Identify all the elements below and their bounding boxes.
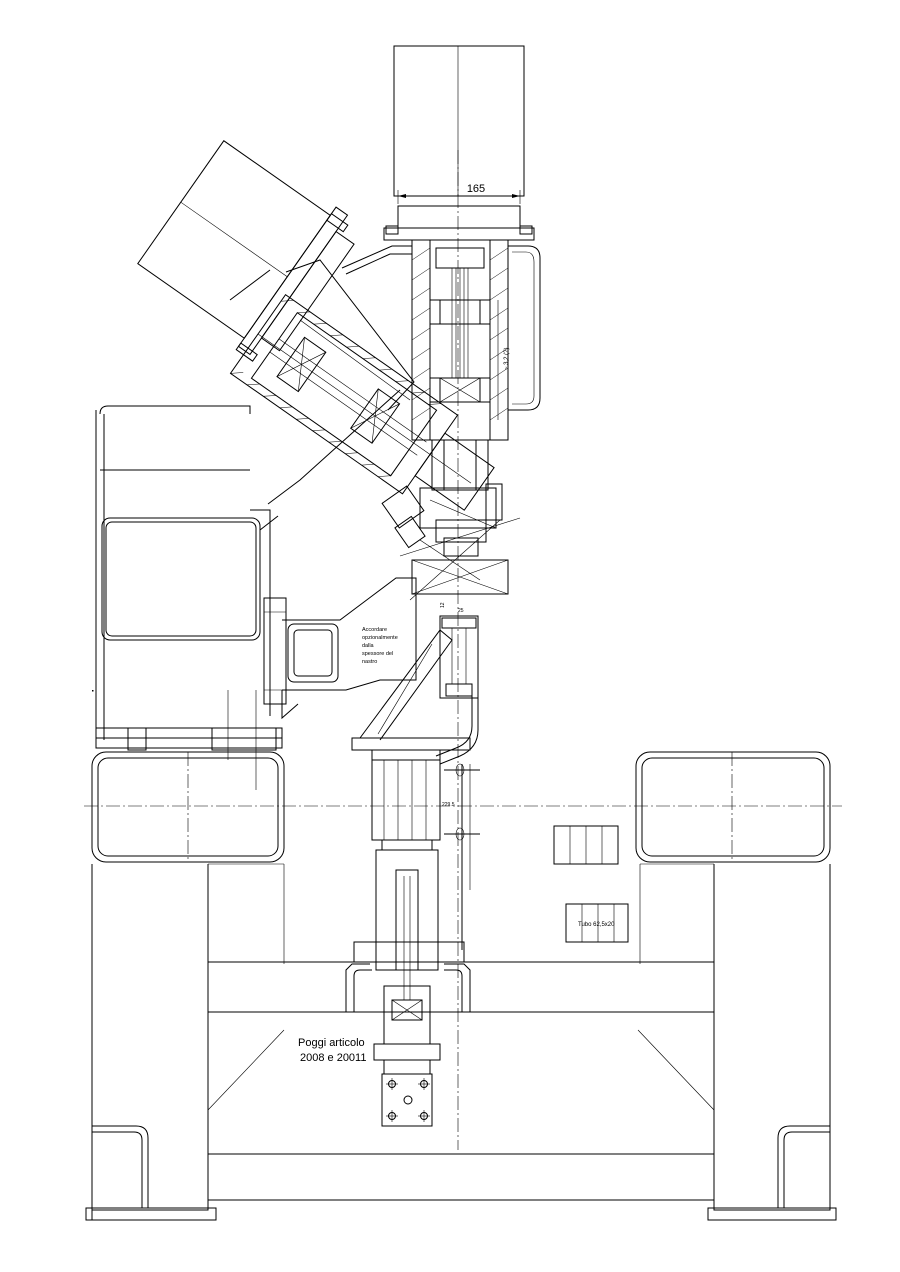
note-line-1: Accordare [362,627,387,633]
dimension-horizontal-label: 229.5 [442,802,455,808]
note-line-5: nastro [362,659,377,665]
central-frame [341,245,412,275]
right-bracket: 12 25 [435,602,479,765]
central-bracket: Accordare opzionalmente dalla spessore d… [281,577,417,720]
dimension-165-label: 165 [467,183,485,195]
center-lines [84,150,842,1150]
right-roller [635,751,831,863]
note-line-3: dalla [362,643,375,649]
note-line-2: opzionalmente [362,635,398,641]
dimension-165: 165 [397,183,521,204]
top-motor [383,45,535,241]
inclined-cover [229,259,415,411]
article-label-line-1: Poggi articolo [298,1037,365,1049]
dimension-vertical-3-label: 25 [458,608,464,614]
inclined-spindle [137,140,355,362]
article-label: Poggi articolo 2008 e 20011 [298,1037,366,1064]
gear-assembly [381,483,521,601]
lower-column: 229.5 [353,759,480,1127]
article-label-line-2: 2008 e 20011 [300,1052,366,1064]
tube-label: Tubo 62,5x20 [578,922,615,928]
note-line-4: spessore del [362,651,393,657]
right-small-block: Tubo 62,5x20 [553,825,629,943]
inclined-housing [229,293,495,511]
dimension-vertical-2-label: 12 [440,602,446,608]
dimension-vertical-1-label: ~ 3,2 (?) [504,347,510,370]
base-frame [85,863,837,1221]
left-roller [91,751,285,863]
stray-mark [92,690,94,692]
vertical-spindle: ~ 3,2 (?) [411,239,541,491]
inclined-guide [351,629,471,760]
